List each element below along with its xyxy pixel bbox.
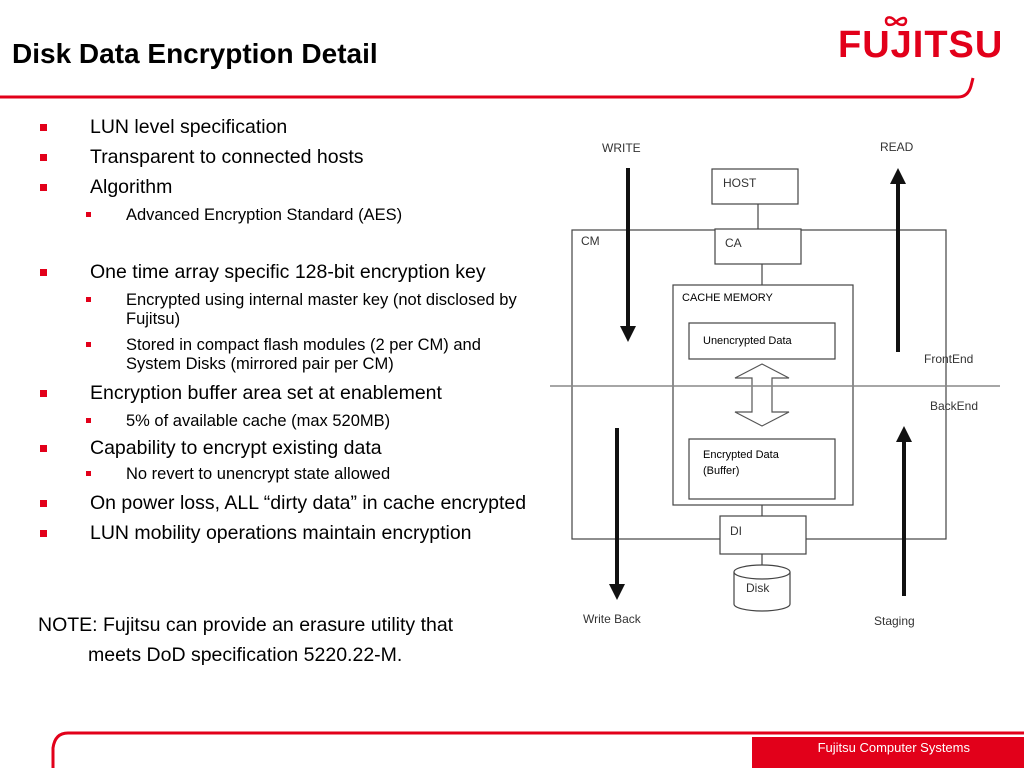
slide-title: Disk Data Encryption Detail <box>12 38 378 69</box>
write-back-label: Write Back <box>583 612 642 626</box>
staging-arrow-icon <box>896 426 912 596</box>
bullet-text: Algorithm <box>90 176 173 198</box>
bullet-text: Capability to encrypt existing data <box>90 437 382 459</box>
bullet-text: Stored in compact flash modules (2 per C… <box>126 336 481 373</box>
encryption-diagram: CM HOST CA CACHE MEMORY Unencrypted Data… <box>550 140 1000 628</box>
bullet-text: No revert to unencrypt state allowed <box>126 465 391 483</box>
bullet-square-icon <box>86 212 91 217</box>
note-text: NOTE: Fujitsu can provide an erasure uti… <box>38 610 453 670</box>
bullet-square-icon <box>86 471 91 476</box>
bullet-text: On power loss, ALL “dirty data” in cache… <box>90 492 527 514</box>
bullet-square-icon <box>40 445 47 452</box>
bullet-item: Encryption buffer area set at enablement <box>38 382 538 404</box>
di-box <box>719 515 807 555</box>
fujitsu-logo: FUJITSU <box>838 8 1002 68</box>
cm-label: CM <box>581 234 600 248</box>
sub-bullet-item: No revert to unencrypt state allowed <box>38 465 538 484</box>
staging-label: Staging <box>874 614 915 628</box>
write-label: WRITE <box>602 141 641 155</box>
bullet-item: On power loss, ALL “dirty data” in cache… <box>38 492 538 514</box>
sub-bullet-item: Encrypted using internal master key (not… <box>38 291 538 329</box>
bullet-text: Encryption buffer area set at enablement <box>90 382 442 404</box>
host-box <box>711 168 799 205</box>
footer-text: Fujitsu Computer Systems <box>817 740 970 755</box>
bullet-item: One time array specific 128-bit encrypti… <box>38 261 538 283</box>
header-divider <box>0 77 975 99</box>
bullet-square-icon <box>40 154 47 161</box>
bullet-item: LUN mobility operations maintain encrypt… <box>38 522 538 544</box>
bullet-square-icon <box>40 530 47 537</box>
encrypted-box <box>688 438 836 500</box>
bullet-text: One time array specific 128-bit encrypti… <box>90 261 486 283</box>
bullet-square-icon <box>40 184 47 191</box>
bullet-text: Advanced Encryption Standard (AES) <box>126 206 403 224</box>
bullet-square-icon <box>40 390 47 397</box>
encrypted-label-1: Encrypted Data <box>703 449 780 461</box>
footer-bar <box>752 737 1024 768</box>
bullet-text: 5% of available cache (max 520MB) <box>126 412 391 430</box>
write-arrow-icon <box>620 168 636 342</box>
infinity-icon <box>884 16 908 27</box>
double-arrow-icon <box>734 363 790 427</box>
disk-icon <box>733 564 791 612</box>
read-arrow-icon <box>890 168 906 352</box>
bullet-item: Capability to encrypt existing data <box>38 437 538 459</box>
footer-divider <box>51 731 1024 768</box>
unencrypted-box <box>688 322 836 360</box>
bullet-text: LUN level specification <box>90 116 288 138</box>
bullet-text: Transparent to connected hosts <box>90 146 364 168</box>
note-line-2: meets DoD specification 5220.22-M. <box>88 644 403 666</box>
host-label: HOST <box>723 176 757 190</box>
ca-box <box>714 228 802 265</box>
bullet-item: Transparent to connected hosts <box>38 146 538 168</box>
note-line-1: NOTE: Fujitsu can provide an erasure uti… <box>38 614 454 636</box>
logo-text: FUJITSU <box>838 24 1004 66</box>
sub-bullet-item: Stored in compact flash modules (2 per C… <box>38 336 538 374</box>
bullet-text: LUN mobility operations maintain encrypt… <box>90 522 472 544</box>
bullet-square-icon <box>86 297 91 302</box>
cache-memory-label: CACHE MEMORY <box>682 292 774 304</box>
read-label: READ <box>880 140 914 154</box>
write-back-arrow-icon <box>609 428 625 600</box>
disk-label: Disk <box>746 581 770 595</box>
bullet-item: LUN level specification <box>38 116 538 138</box>
bullet-square-icon <box>86 418 91 423</box>
bullet-text: Encrypted using internal master key (not… <box>126 291 517 328</box>
encrypted-label-2: (Buffer) <box>703 465 739 477</box>
sub-bullet-item: 5% of available cache (max 520MB) <box>38 412 538 431</box>
ca-label: CA <box>725 236 742 250</box>
bullet-square-icon <box>86 342 91 347</box>
bullet-square-icon <box>40 269 47 276</box>
bullet-square-icon <box>40 500 47 507</box>
bullet-item: Algorithm <box>38 176 538 198</box>
unencrypted-label: Unencrypted Data <box>703 335 793 347</box>
frontend-label: FrontEnd <box>924 352 973 366</box>
di-label: DI <box>730 524 742 538</box>
sub-bullet-item: Advanced Encryption Standard (AES) <box>38 206 538 225</box>
bullet-square-icon <box>40 124 47 131</box>
backend-label: BackEnd <box>930 399 978 413</box>
